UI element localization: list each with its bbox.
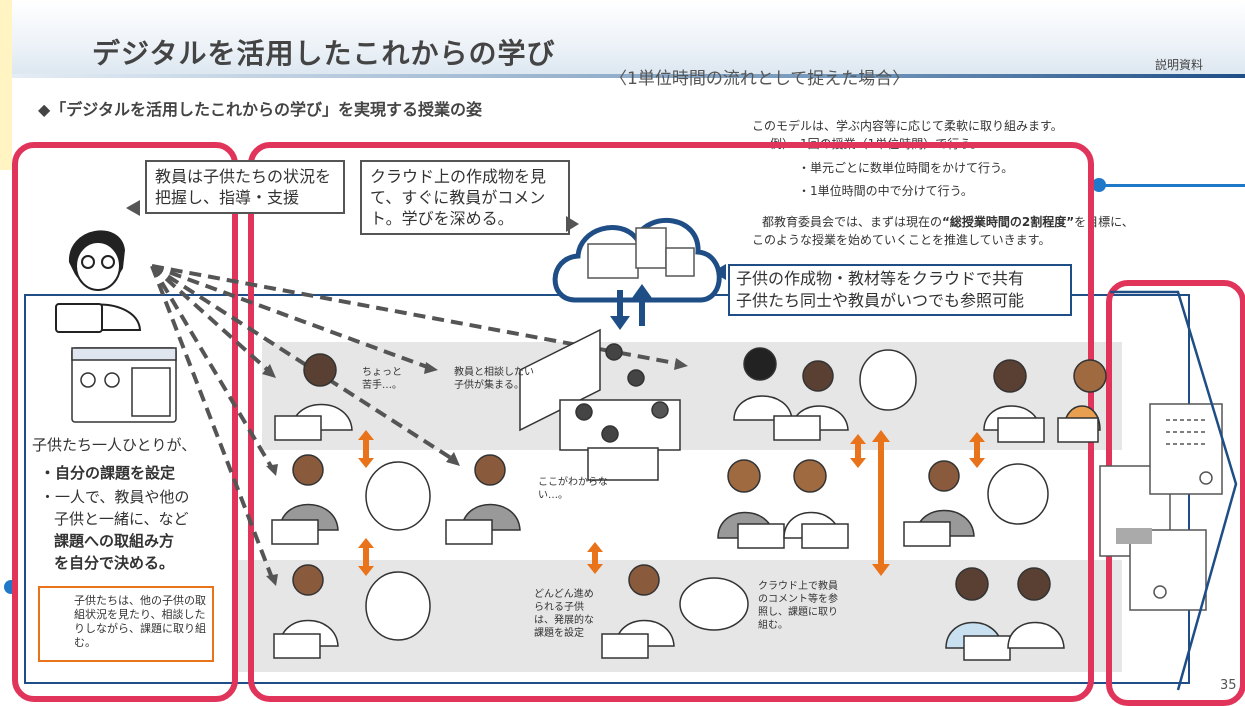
share-frame-chevron [1110,290,1238,691]
student-icon-13 [945,567,1011,661]
teacher-frame [12,142,238,702]
student-icon-2 [271,454,339,545]
student-icon-12 [903,460,975,547]
model-note-3: ・単元ごとに数単位時間をかけて行う。 [798,161,1014,175]
model-note-4: ・1単位時間の中で分けて行う。 [798,184,973,198]
classroom-board-icon [519,328,681,481]
student-figures [271,347,1107,661]
accent-stripe [0,0,12,170]
student-icon-3 [445,454,521,545]
share-line-2: 子供たち同士や教員がいつでも参照可能 [736,291,1025,310]
label-hard: ちょっと苦手…。 [362,367,402,391]
pointer-left-icon [126,200,140,216]
left-note-box [38,586,214,662]
teacher-callout: 教員は子供たちの状況を把握し、指導・支援 [145,160,345,214]
left-lead: 子供たち一人ひとりが、 [32,436,197,454]
label-gather: 教員と相談したい子供が集まる。 [454,367,534,391]
student-icon-8 [717,459,785,549]
label-cloud-ref: クラウド上で教員のコメント等を参照し、課題に取り組む。 [758,581,838,631]
page-subtitle: 〈1単位時間の流れとして捉えた場合〉 [610,69,910,89]
model-note-1: このモデルは、学ぶ内容等に応じて柔軟に取り組みます。 [752,119,1063,133]
left-item-2b: 子供と一緒に、など [54,510,189,528]
left-item-2c: 課題への取組み方 [54,532,175,550]
left-item-2: ・一人で、教員や他の 子供と一緒に、など 課題への取組み方 を自分で決める。 [40,486,230,574]
page-title: デジタルを活用したこれからの学び [92,37,556,70]
student-icon-1 [274,353,353,441]
left-note-text: 子供たちは、他の子供の取組状況を見たり、相談したりしながら、課題に取り組む。 [74,594,206,649]
header-rule [0,74,1245,78]
student-icon-10 [983,359,1045,443]
thought-bubbles [365,349,1049,641]
connector-line [1104,184,1245,187]
student-icon-6 [733,347,793,421]
pointer-right-icon [566,216,579,232]
cloud-icon [552,218,722,330]
section-heading: ◆「デジタルを活用したこれからの学び」を実現する授業の姿 [38,100,482,119]
left-item-2d: を自分で決める。 [54,554,175,572]
page-number: 35 [1220,678,1237,693]
student-icon-5 [601,564,675,659]
share-line-1: 子供の作成物・教材等をクラウドで共有 [736,269,1025,288]
connector-dot [1092,178,1106,192]
dashed-arrowheads [262,358,688,586]
teacher-figure-icon [55,230,142,333]
shared-docs-icon [1099,403,1223,611]
student-icon-4 [273,564,339,659]
left-item-1: ・自分の課題を設定 [40,464,176,482]
label-dont-know: ここがわからない…。 [538,477,608,501]
student-icon-7 [773,360,849,441]
model-note-5-pre: 都教育委員会では、まずは現在の [762,215,943,229]
app-window-icon [71,347,177,423]
student-icon-9 [783,459,849,549]
share-callout: 子供の作成物・教材等をクラウドで共有 子供たち同士や教員がいつでも参照可能 [728,264,1072,316]
model-note-5-em: “総授業時間の2割程度” [942,215,1075,229]
model-note-6: このような授業を始めていくことを推進していきます。 [752,233,1051,247]
left-item-2a: ・一人で、教員や他の [40,488,190,506]
student-icon-11 [1057,359,1107,443]
cloud-comment-callout: クラウド上の作成物を見て、すぐに教員がコメント。学びを深める。 [360,160,570,235]
header-band [0,0,1245,78]
doc-label: 説明資料 [1155,58,1204,72]
student-icon-14 [1007,567,1065,649]
label-advanced: どんどん進められる子供は、発展的な課題を設定 [534,589,594,639]
